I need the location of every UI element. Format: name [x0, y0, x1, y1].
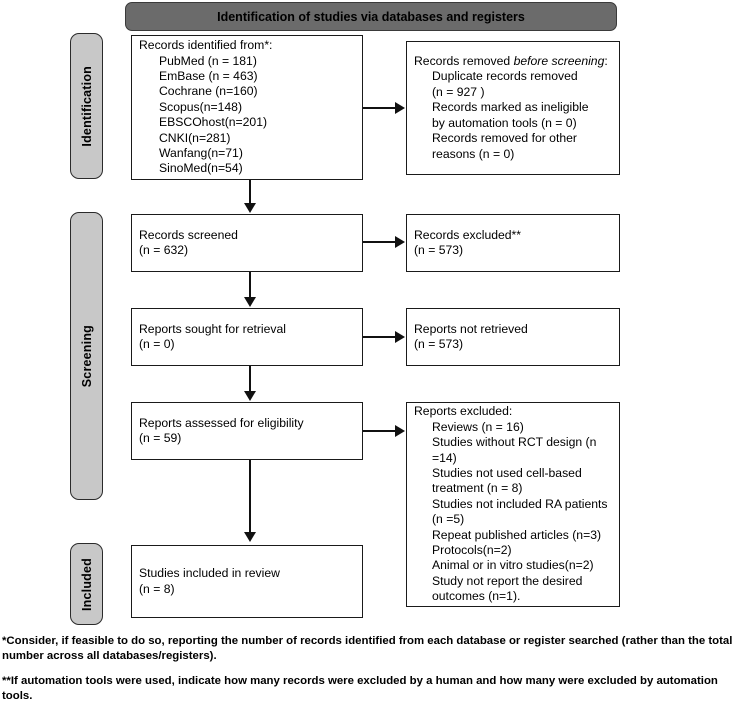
stage-label-included-text: Included: [79, 557, 94, 611]
reports-excluded-item: Studies not used cell-based: [432, 465, 582, 480]
connector-screened-to-excluded: [363, 241, 396, 243]
reports-excluded-item: Studies not included RA patients: [432, 496, 608, 511]
reports-assessed-line: (n = 59): [139, 431, 182, 445]
arrowhead-assessed-to-excluded: [395, 425, 405, 437]
studies-included-line: Studies included in review: [139, 566, 280, 581]
box-records-removed-before-screening: Records removed before screening: Duplic…: [406, 41, 620, 175]
stage-label-screening-text: Screening: [79, 324, 94, 388]
records-excluded-line: (n = 573): [414, 243, 464, 257]
records-removed-heading-post: :: [604, 54, 608, 69]
arrowhead-sought-to-not-retrieved: [395, 331, 405, 343]
reports-excluded-item: =14): [432, 450, 457, 465]
box-reports-assessed-for-eligibility: Reports assessed for eligibility (n = 59…: [131, 402, 363, 460]
records-identified-item: Scopus(n=148): [159, 99, 242, 114]
connector-assessed-to-included: [249, 460, 251, 535]
reports-excluded-item: Animal or in vitro studies(n=2): [432, 558, 594, 573]
records-identified-item: PubMed (n = 181): [159, 53, 257, 68]
records-identified-item: Cochrane (n=160): [159, 84, 258, 99]
records-screened-line: (n = 632): [139, 243, 189, 257]
box-reports-excluded-reasons: Reports excluded: Reviews (n = 16) Studi…: [406, 402, 620, 607]
arrowhead-assessed-to-included: [244, 532, 256, 542]
footnote-double-asterisk: **If automation tools were used, indicat…: [2, 675, 718, 702]
box-reports-sought-for-retrieval: Reports sought for retrieval (n = 0): [131, 308, 363, 366]
records-removed-item: reasons (n = 0): [432, 146, 515, 161]
records-removed-item: by automation tools (n = 0): [432, 115, 577, 130]
records-identified-item: SinoMed(n=54): [159, 161, 243, 176]
connector-assessed-to-excluded: [363, 430, 396, 432]
studies-included-line: (n = 8): [139, 581, 175, 596]
arrowhead-identified-to-screened: [244, 203, 256, 213]
records-excluded-line: Records excluded**: [414, 227, 522, 242]
records-identified-item: CNKI(n=281): [159, 130, 231, 145]
arrowhead-identified-to-removed: [395, 102, 405, 114]
box-reports-not-retrieved: Reports not retrieved (n = 573): [406, 308, 620, 366]
connector-sought-to-assessed: [249, 366, 251, 394]
connector-identified-to-screened: [249, 180, 251, 206]
arrowhead-screened-to-sought: [244, 297, 256, 307]
stage-label-identification-text: Identification: [79, 65, 94, 147]
stage-label-included: Included: [70, 543, 103, 625]
box-records-excluded: Records excluded** (n = 573): [406, 214, 620, 272]
reports-excluded-item: treatment (n = 8): [432, 481, 523, 496]
records-identified-item: EBSCOhost(n=201): [159, 115, 268, 130]
reports-excluded-heading: Reports excluded:: [414, 404, 513, 419]
connector-identified-to-removed: [363, 107, 396, 109]
reports-not-retrieved-line: (n = 573): [414, 337, 464, 351]
reports-excluded-item: Study not report the desired: [432, 573, 583, 588]
records-identified-heading: Records identified from*:: [139, 38, 273, 53]
records-removed-item: Duplicate records removed: [432, 69, 578, 84]
reports-excluded-item: Studies without RCT design (n: [432, 435, 597, 450]
connector-screened-to-sought: [249, 272, 251, 300]
records-removed-item: Records removed for other: [432, 131, 577, 146]
stage-label-identification: Identification: [70, 33, 103, 179]
records-removed-item: (n = 927 ): [432, 84, 485, 99]
reports-excluded-item: (n =5): [432, 512, 465, 527]
reports-excluded-item: Reviews (n = 16): [432, 419, 524, 434]
arrowhead-screened-to-excluded: [395, 236, 405, 248]
reports-sought-line: (n = 0): [139, 337, 175, 351]
box-studies-included-in-review: Studies included in review (n = 8): [131, 545, 363, 618]
records-removed-heading-italic: before screening: [513, 54, 605, 69]
records-removed-heading: Records removed before screening:: [414, 54, 612, 69]
box-records-identified: Records identified from*: PubMed (n = 18…: [131, 35, 363, 180]
reports-excluded-item: Repeat published articles (n=3): [432, 527, 602, 542]
connector-sought-to-not-retrieved: [363, 336, 396, 338]
reports-sought-line: Reports sought for retrieval: [139, 321, 286, 336]
banner-title: Identification of studies via databases …: [217, 9, 525, 24]
records-identified-item: EmBase (n = 463): [159, 68, 258, 83]
records-identified-item: Wanfang(n=71): [159, 146, 243, 161]
box-records-screened: Records screened (n = 632): [131, 214, 363, 272]
banner-identification-header: Identification of studies via databases …: [125, 2, 617, 31]
reports-excluded-item: Protocols(n=2): [432, 543, 512, 558]
records-removed-item: Records marked as ineligible: [432, 100, 589, 115]
records-removed-heading-pre: Records removed: [414, 54, 514, 69]
arrowhead-sought-to-assessed: [244, 391, 256, 401]
reports-assessed-line: Reports assessed for eligibility: [139, 415, 304, 430]
stage-label-screening: Screening: [70, 212, 103, 500]
reports-excluded-item: outcomes (n=1).: [432, 589, 521, 604]
records-screened-line: Records screened: [139, 227, 238, 242]
footnote-single-asterisk: *Consider, if feasible to do so, reporti…: [2, 635, 733, 662]
reports-not-retrieved-line: Reports not retrieved: [414, 321, 528, 336]
